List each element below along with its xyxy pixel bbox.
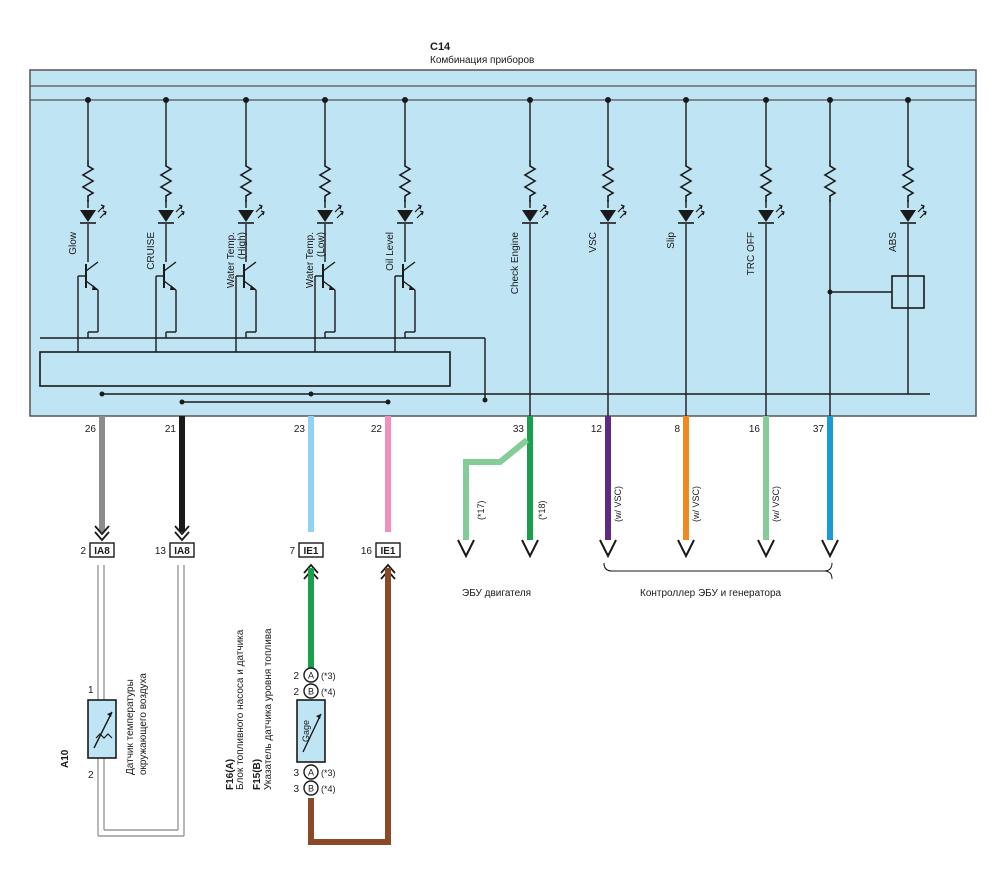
- ecm-label: ЭБУ двигателя: [462, 588, 531, 599]
- wire-note: (w/ VSC): [691, 486, 701, 522]
- connector-pin: 7: [289, 546, 295, 557]
- lamp-label-2: (High): [237, 232, 248, 259]
- wire-pin-23: 23: [294, 416, 314, 532]
- gage-label: Gage: [301, 720, 311, 742]
- fuel-desc-a: Блок топливного насоса и датчика: [235, 629, 246, 790]
- lamp-7: Slip: [666, 97, 705, 416]
- lamp-label: Water Temp.: [226, 232, 237, 288]
- pin-number: 21: [165, 424, 177, 435]
- a10-pin-2: 2: [88, 770, 94, 781]
- lamp-label: Check Engine: [510, 232, 521, 295]
- lamp-1: CRUISE: [146, 97, 185, 352]
- fuel-desc-b: Указатель датчика уровня топлива: [263, 628, 274, 790]
- connector-name: IA8: [94, 546, 110, 557]
- component-code: C14: [430, 41, 451, 53]
- fuel-pin-row: B2 (*4): [293, 683, 336, 699]
- lamp-8: TRC OFF: [746, 97, 785, 416]
- lamp-label: Oil Level: [385, 232, 396, 271]
- lamp-4: Oil Level: [385, 97, 424, 352]
- wire-pin-33: 33: [513, 416, 539, 559]
- controller-label: Контроллер ЭБУ и генератора: [640, 588, 782, 599]
- pin-number: 37: [813, 424, 825, 435]
- pin-number: 33: [513, 424, 525, 435]
- connector-name: IA8: [174, 546, 190, 557]
- connector-name: IE1: [380, 546, 395, 557]
- pin-letter: A: [308, 671, 314, 681]
- pin-note: (*4): [321, 784, 336, 794]
- lamp-label: Water Temp.: [305, 232, 316, 288]
- connector-pin: 2: [80, 546, 86, 557]
- connector-IE1-16: IE1 16: [361, 542, 401, 580]
- wire-pin-8: 8 (w/ VSC): [674, 416, 701, 559]
- connector-IA8-13: IA8 13: [155, 542, 195, 558]
- lamp-2: Water Temp.(High): [226, 97, 265, 352]
- wire-branch-17: [457, 437, 529, 559]
- pin-letter: A: [308, 768, 314, 778]
- fuel-code-a: F16(A): [225, 759, 236, 790]
- pin-number: 3: [293, 784, 299, 795]
- lamp-3: Water Temp.(Low): [305, 97, 344, 352]
- fuel-sender: Gage F16(A) Блок топливного насоса и дат…: [225, 568, 391, 845]
- lamp-label: VSC: [588, 232, 599, 253]
- component-name: Комбинация приборов: [430, 54, 534, 66]
- pin-number: 22: [371, 424, 383, 435]
- lamp-label: CRUISE: [146, 232, 157, 270]
- lamp-label: ABS: [888, 232, 899, 252]
- lamp-label: TRC OFF: [746, 232, 757, 275]
- combination-meter-panel: [29, 69, 977, 417]
- ecm-note-17: (*17): [476, 500, 486, 520]
- pin-number: 2: [293, 671, 299, 682]
- a10-desc-1: Датчик температуры: [125, 679, 136, 775]
- a10-desc-2: окружающего воздуха: [138, 673, 149, 775]
- pin-note: (*3): [321, 768, 336, 778]
- lamp-0: Glow: [68, 97, 107, 352]
- internal-bus: [39, 351, 451, 387]
- pin-number: 16: [749, 424, 761, 435]
- pin-note: (*3): [321, 671, 336, 681]
- connector-name: IE1: [303, 546, 318, 557]
- abs-branch: [824, 97, 925, 416]
- wire-pin-16: 16 (w/ VSC): [749, 416, 781, 559]
- pin-number: 12: [591, 424, 603, 435]
- lamp-5: Check Engine: [510, 97, 549, 416]
- lamp-label-2: (Low): [316, 232, 327, 257]
- ecm-note-18: (*18): [537, 500, 547, 520]
- pin-number: 2: [293, 687, 299, 698]
- wire-pin-37: 37: [813, 416, 839, 559]
- wire-note: (w/ VSC): [771, 486, 781, 522]
- wire-pin-21: 21: [165, 416, 190, 542]
- connector-IE1-7: IE1 7: [289, 542, 324, 580]
- lamp-9: ABS: [888, 97, 927, 394]
- a10-pin-1: 1: [88, 685, 94, 696]
- fuel-code-b: F15(B): [252, 759, 263, 790]
- pin-letter: B: [308, 784, 314, 794]
- a10-sensor: 1 2 A10 Датчик температуры окружающего в…: [60, 565, 185, 837]
- pin-note: (*4): [321, 687, 336, 697]
- pin-number: 26: [85, 424, 97, 435]
- lamp-label: Slip: [666, 232, 677, 249]
- connector-pin: 16: [361, 546, 373, 557]
- pin-letter: B: [308, 687, 314, 697]
- wire-pin-12: 12 (w/ VSC): [591, 416, 623, 559]
- pin-number: 3: [293, 768, 299, 779]
- pin-number: 23: [294, 424, 306, 435]
- pin-number: 8: [674, 424, 680, 435]
- connector-pin: 13: [155, 546, 167, 557]
- fuel-pin-row: A3 (*3): [293, 764, 336, 780]
- wire-layer: 26 21 23 22 33 12 (w/ VSC) 8 (w/ VSC) 16 (w/ VSC) 3…: [80, 416, 839, 580]
- wire-pin-22: 22: [371, 416, 391, 532]
- fuel-pin-row: A2 (*3): [293, 667, 336, 683]
- lamp-6: VSC: [588, 97, 627, 416]
- lamp-label: Glow: [68, 231, 79, 255]
- connector-IA8-2: IA8 2: [80, 542, 115, 558]
- fuel-pin-row: B3 (*4): [293, 780, 336, 796]
- wire-pin-26: 26: [85, 416, 110, 542]
- wire-note: (w/ VSC): [613, 486, 623, 522]
- a10-code: A10: [60, 749, 71, 768]
